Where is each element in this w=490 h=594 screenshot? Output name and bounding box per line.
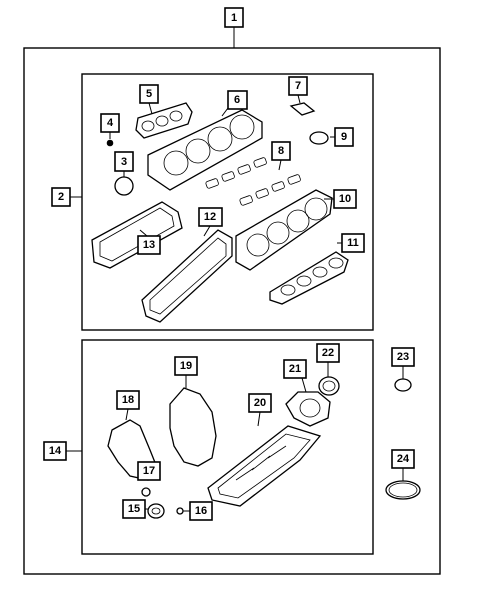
callout-14: 14 — [43, 441, 67, 461]
o-ring-small — [141, 487, 151, 497]
oil-pan-gasket-20 — [207, 425, 322, 507]
callout-23: 23 — [391, 347, 415, 367]
rear-seal-retainer-21-bore — [299, 398, 321, 418]
callout-24: 24 — [391, 449, 415, 469]
o-ring-24-inner — [388, 482, 418, 498]
leader-21 — [301, 377, 307, 393]
leader-13 — [139, 229, 148, 237]
callout-23-label: 23 — [397, 351, 409, 363]
callout-10: 10 — [333, 189, 357, 209]
o-ring-24 — [385, 480, 421, 500]
seal-15-inner — [151, 507, 161, 515]
leader-12 — [203, 225, 211, 237]
callout-15: 15 — [122, 499, 146, 519]
leader-20 — [257, 411, 261, 427]
callout-17-label: 17 — [143, 465, 155, 477]
callout-11-label: 11 — [347, 237, 359, 249]
callout-11: 11 — [341, 233, 365, 253]
callout-7-label: 7 — [295, 80, 301, 92]
callout-3-label: 3 — [121, 156, 127, 168]
callout-20-label: 20 — [254, 397, 266, 409]
leader-7 — [297, 94, 301, 104]
callout-5: 5 — [139, 84, 159, 104]
cylinder-head-gasket-10 — [235, 189, 333, 271]
exhaust-manifold-gasket-5 — [135, 102, 193, 139]
callout-21: 21 — [283, 359, 307, 379]
lower-subkit-frame — [81, 339, 374, 555]
timing-cover-gasket-19 — [169, 387, 217, 467]
callout-19-label: 19 — [180, 360, 192, 372]
callout-19: 19 — [174, 356, 198, 376]
callout-13: 13 — [137, 235, 161, 255]
seal-22-inner — [322, 380, 336, 392]
callout-2-label: 2 — [58, 191, 64, 203]
seal-23 — [394, 378, 412, 392]
callout-6: 6 — [227, 90, 248, 110]
callout-9-label: 9 — [341, 131, 347, 143]
callout-12: 12 — [198, 207, 223, 227]
callout-16: 16 — [189, 501, 213, 521]
callout-22-label: 22 — [322, 347, 334, 359]
callout-13-label: 13 — [143, 239, 155, 251]
leader-8 — [278, 159, 282, 171]
callout-4-label: 4 — [107, 117, 114, 129]
seal-15 — [147, 503, 165, 519]
callout-15-label: 15 — [128, 503, 140, 515]
outer-kit-frame — [23, 47, 441, 575]
callout-5-label: 5 — [146, 88, 152, 100]
callout-4: 4 — [100, 113, 120, 133]
leader-18 — [125, 408, 129, 421]
callout-12-label: 12 — [204, 211, 216, 223]
seal-22 — [318, 376, 340, 396]
leader-6 — [221, 107, 229, 117]
callout-14-label: 14 — [49, 445, 62, 457]
callout-17: 17 — [137, 461, 161, 481]
callout-20: 20 — [248, 393, 272, 413]
leader-5 — [148, 102, 153, 115]
callout-10-label: 10 — [339, 193, 351, 205]
o-ring-16 — [176, 507, 184, 515]
callout-18-label: 18 — [122, 394, 134, 406]
callout-8-label: 8 — [278, 145, 284, 157]
upper-subkit-frame — [81, 73, 374, 331]
callout-6-label: 6 — [234, 94, 240, 106]
exhaust-manifold-gasket-11 — [269, 251, 349, 305]
valve-cover-gasket-13 — [91, 201, 183, 269]
cylinder-head-gasket-6 — [147, 109, 263, 191]
callout-3: 3 — [114, 151, 134, 172]
rear-seal-retainer-21 — [285, 391, 331, 427]
callout-9: 9 — [334, 127, 354, 147]
callout-21-label: 21 — [289, 363, 301, 375]
small-gasket-7 — [289, 102, 316, 116]
callout-1-label: 1 — [231, 12, 237, 24]
callout-1: 1 — [224, 7, 244, 28]
dowel-pin-4 — [106, 139, 114, 147]
callout-18: 18 — [116, 390, 140, 410]
callout-2: 2 — [51, 187, 71, 207]
valve-cover-gasket-12 — [141, 229, 233, 323]
callout-24-label: 24 — [397, 453, 410, 465]
o-ring-3 — [114, 176, 134, 196]
callout-16-label: 16 — [195, 505, 207, 517]
callout-7: 7 — [288, 76, 308, 96]
callout-8: 8 — [271, 141, 291, 161]
o-ring-9 — [309, 131, 329, 145]
intake-port-gaskets-8 — [205, 157, 301, 206]
callout-22: 22 — [316, 343, 340, 363]
